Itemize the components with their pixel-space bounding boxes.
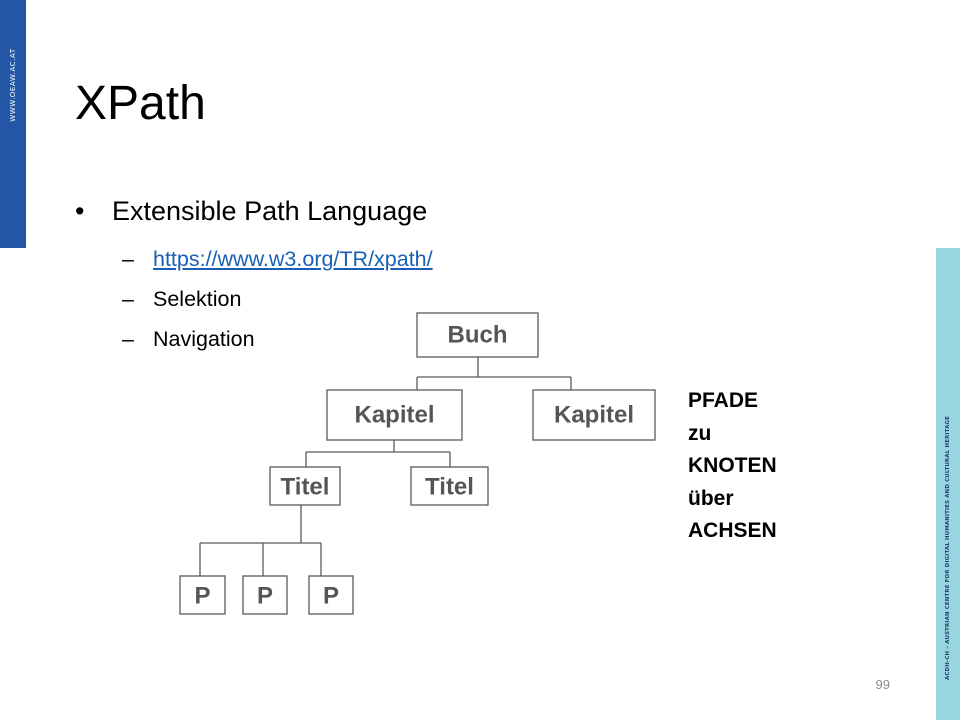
slide-title: XPath xyxy=(75,77,206,130)
tree-node-kapitel: Kapitel xyxy=(532,389,656,441)
connector-titel xyxy=(199,505,322,576)
bullet-item: • Extensible Path Language xyxy=(75,193,427,229)
sub-item-text: Selektion xyxy=(153,287,242,311)
right-brand-bar: ACDH-CH – AUSTRIAN CENTRE FOR DIGITAL HU… xyxy=(936,248,960,720)
note-line: über xyxy=(688,486,734,510)
dash-icon: – xyxy=(122,287,134,311)
tree-node-p: P xyxy=(308,575,354,615)
note-line: zu xyxy=(688,421,712,445)
tree-node-label: P xyxy=(323,583,339,610)
dash-icon: – xyxy=(122,247,134,271)
bullet-dot-icon: • xyxy=(75,196,85,226)
tree-node-label: Kapitel xyxy=(354,402,434,429)
note-line: KNOTEN xyxy=(688,454,777,477)
connector-kapitel xyxy=(305,440,451,467)
tree-node-label: Titel xyxy=(281,474,330,501)
tree-node-p: P xyxy=(242,575,288,615)
tree-node-label: P xyxy=(257,583,273,610)
tree-node-p: P xyxy=(179,575,226,615)
tree-node-kapitel: Kapitel xyxy=(326,389,463,441)
tree-node-titel: Titel xyxy=(410,466,489,506)
sub-item-link: –https://www.w3.org/TR/xpath/ xyxy=(122,239,433,279)
side-note: PFADE zu KNOTEN über ACHSEN xyxy=(688,385,777,548)
dash-icon: – xyxy=(122,327,134,351)
tree-node-label: Buch xyxy=(448,322,508,349)
sub-list: –https://www.w3.org/TR/xpath/ –Selektion… xyxy=(122,239,433,359)
tree-node-buch: Buch xyxy=(416,312,539,358)
sub-item-navigation: –Navigation xyxy=(122,319,433,359)
sub-item-text: Navigation xyxy=(153,327,255,351)
xpath-spec-link[interactable]: https://www.w3.org/TR/xpath/ xyxy=(153,247,433,271)
note-line: PFADE xyxy=(688,389,759,412)
page-number: 99 xyxy=(875,677,890,692)
note-line: ACHSEN xyxy=(688,519,777,542)
connector-buch xyxy=(416,357,572,390)
sub-item-selektion: –Selektion xyxy=(122,279,433,319)
tree-connectors xyxy=(199,357,572,576)
tree-node-label: P xyxy=(194,583,210,610)
bullet-text: Extensible Path Language xyxy=(112,196,428,226)
bullet-list: • Extensible Path Language xyxy=(75,193,427,229)
left-brand-bar: WWW.OEAW.AC.AT xyxy=(0,0,26,248)
tree-node-label: Titel xyxy=(425,474,474,501)
tree-node-titel: Titel xyxy=(269,466,341,506)
tree-node-label: Kapitel xyxy=(554,402,634,429)
